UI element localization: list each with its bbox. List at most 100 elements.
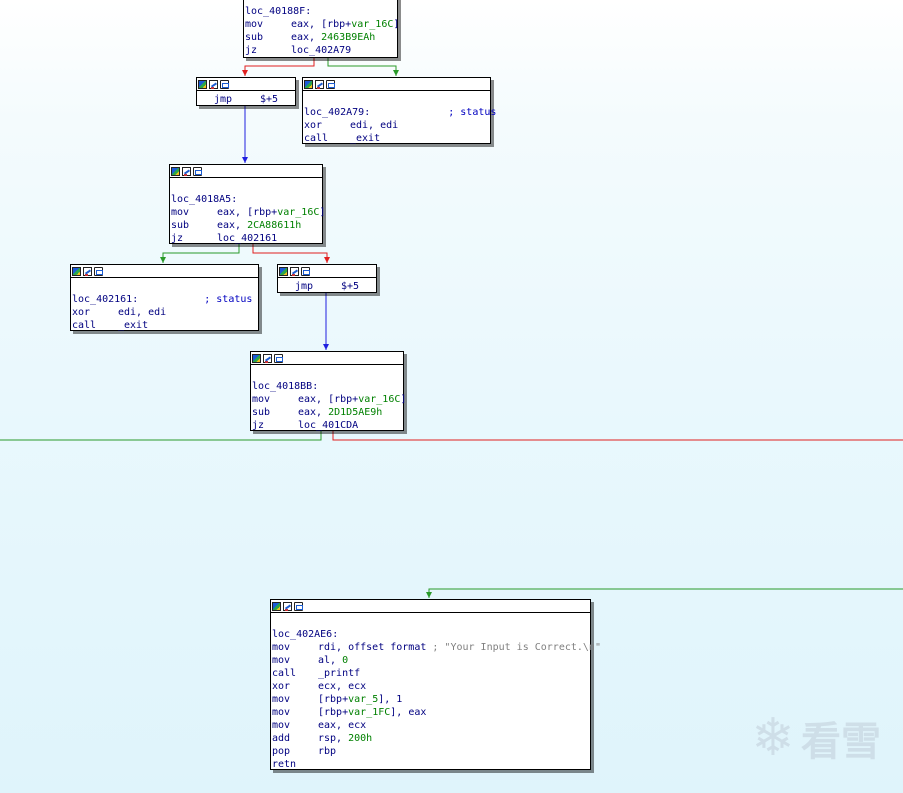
- comment-icon[interactable]: [193, 166, 202, 176]
- arrow-head: [242, 70, 248, 76]
- operand: ecx, ecx: [318, 681, 367, 692]
- comment-icon[interactable]: [220, 79, 229, 89]
- code-label[interactable]: loc_4018A5:: [171, 194, 238, 205]
- code-block-jmp-1[interactable]: jmp$+5: [196, 77, 296, 106]
- operand: edi, edi: [118, 307, 167, 318]
- code-line[interactable]: call_exit: [304, 132, 489, 145]
- comment-icon[interactable]: [94, 266, 103, 276]
- operand-tail: ], eax: [390, 707, 427, 718]
- code-label[interactable]: loc_402A79:: [304, 107, 371, 118]
- operand: eax, [rbp+: [298, 394, 359, 405]
- mnemonic: sub: [252, 407, 271, 418]
- operand: _exit: [118, 320, 149, 331]
- block-body: jmp$+5: [197, 91, 295, 107]
- edge-false-b4-b6: [252, 244, 328, 263]
- code-line[interactable]: call_exit: [72, 319, 257, 332]
- code-line[interactable]: loc_402AE6:: [272, 628, 589, 641]
- code-block-jmp-2[interactable]: jmp$+5: [277, 264, 377, 293]
- operand-immediate: 2463B9EAh: [321, 32, 376, 43]
- comment-icon[interactable]: [301, 266, 310, 276]
- graph-color-icon[interactable]: [171, 166, 180, 176]
- code-line[interactable]: jmp$+5: [214, 93, 294, 106]
- graph-color-icon[interactable]: [198, 79, 207, 89]
- edit-icon[interactable]: [83, 266, 92, 276]
- operand-immediate: 200h: [348, 733, 373, 744]
- edit-icon[interactable]: [263, 353, 272, 363]
- operand: [rbp+: [318, 707, 349, 718]
- edit-icon[interactable]: [283, 601, 292, 611]
- graph-color-icon[interactable]: [304, 79, 313, 89]
- operand: edi, edi: [350, 120, 399, 131]
- mnemonic: retn: [272, 759, 297, 770]
- edge-true-b1-b3: [327, 58, 397, 76]
- graph-color-icon[interactable]: [279, 266, 288, 276]
- arrow-head: [393, 70, 399, 76]
- graph-color-icon[interactable]: [252, 353, 261, 363]
- block-header: [303, 78, 490, 91]
- code-line[interactable]: loc_402A79:; status: [304, 106, 496, 119]
- mnemonic: mov: [252, 394, 271, 405]
- code-line[interactable]: loc_402161:; status: [72, 293, 257, 306]
- edit-icon[interactable]: [209, 79, 218, 89]
- code-label[interactable]: loc_4018BB:: [252, 381, 319, 392]
- edit-icon[interactable]: [315, 79, 324, 89]
- comment-icon[interactable]: [274, 353, 283, 363]
- code-line[interactable]: xor edi, edi: [72, 306, 257, 319]
- edit-icon[interactable]: [290, 266, 299, 276]
- code-line[interactable]: xor ecx, ecx: [272, 680, 589, 693]
- block-header: [170, 165, 322, 178]
- mnemonic: mov: [272, 655, 291, 666]
- operand: [rbp+: [318, 694, 349, 705]
- code-line[interactable]: retn: [272, 758, 589, 771]
- code-line[interactable]: loc_4018A5:: [171, 193, 321, 206]
- mnemonic: jz: [252, 420, 265, 431]
- mnemonic: mov: [272, 720, 291, 731]
- comment-icon[interactable]: [326, 79, 335, 89]
- code-line[interactable]: mov[rbp+var_1FC], eax: [272, 706, 589, 719]
- mnemonic: xor: [72, 307, 91, 318]
- code-line[interactable]: jmp$+5: [295, 280, 375, 293]
- code-line[interactable]: loc_40188F:: [245, 5, 396, 18]
- code-line[interactable]: loc_4018BB:: [252, 380, 402, 393]
- comment-icon[interactable]: [294, 601, 303, 611]
- mnemonic: jz: [171, 233, 184, 244]
- code-label[interactable]: loc_40188F:: [245, 6, 312, 17]
- mnemonic: xor: [272, 681, 291, 692]
- edit-icon[interactable]: [182, 166, 191, 176]
- code-line[interactable]: call_printf: [272, 667, 589, 680]
- graph-color-icon[interactable]: [272, 601, 281, 611]
- arrow-head: [242, 157, 248, 163]
- graph-color-icon[interactable]: [72, 266, 81, 276]
- mnemonic: jz: [245, 45, 258, 56]
- code-label[interactable]: loc_402AE6:: [272, 629, 339, 640]
- block-header: [278, 265, 376, 278]
- code-label[interactable]: loc_402161:: [72, 294, 139, 305]
- operand-tail: ]: [400, 394, 407, 405]
- code-line[interactable]: mov[rbp+var_5], 1: [272, 693, 589, 706]
